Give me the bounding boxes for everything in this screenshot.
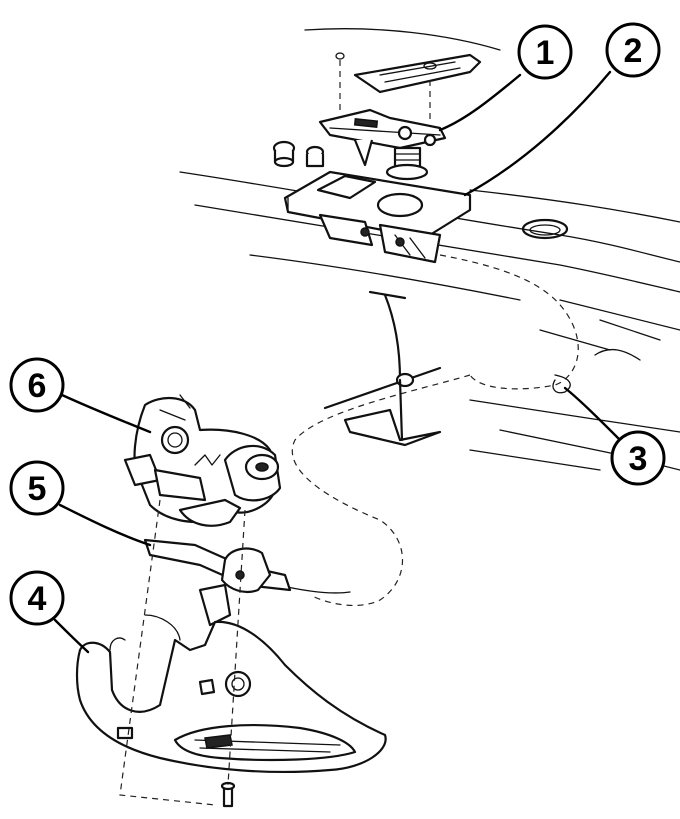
- callout-1: 1: [438, 24, 573, 132]
- part-4-column-shroud: [75, 614, 387, 808]
- callout-4: 4: [9, 570, 90, 654]
- callout-2: 2: [463, 22, 661, 197]
- svg-text:6: 6: [28, 367, 47, 405]
- svg-text:1: 1: [536, 34, 555, 72]
- release-lever: [323, 290, 442, 447]
- callout-6: 6: [9, 357, 152, 434]
- body-panel: [179, 28, 680, 471]
- part-5-lever-rod: [143, 538, 292, 627]
- callout-5: 5: [9, 460, 152, 547]
- part-1-striker-plate: [272, 108, 447, 181]
- svg-text:5: 5: [28, 470, 47, 508]
- assembly-guide-lines: [119, 499, 246, 806]
- part-2-latch-mechanism: [283, 170, 472, 264]
- part-6-lock-housing: [123, 394, 282, 527]
- svg-text:3: 3: [629, 440, 648, 478]
- part-3-release-cable: [277, 254, 579, 606]
- svg-text:2: 2: [624, 32, 643, 70]
- latch-cover-plate: [335, 52, 482, 120]
- svg-text:4: 4: [28, 580, 47, 618]
- callout-3: 3: [563, 386, 666, 486]
